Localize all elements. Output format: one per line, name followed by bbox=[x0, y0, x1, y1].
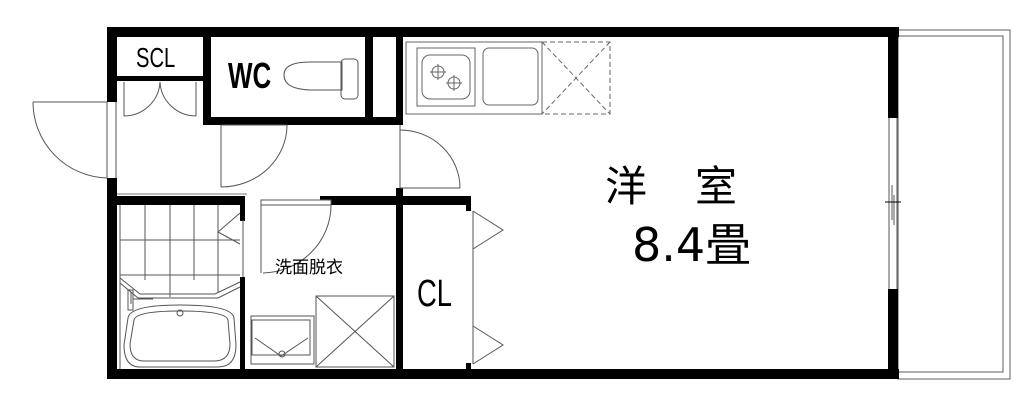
kitchen-door bbox=[399, 125, 461, 189]
scl-label: SCL bbox=[136, 42, 176, 73]
closet-label: CL bbox=[417, 273, 452, 315]
toilet-fixture bbox=[283, 58, 359, 100]
walls bbox=[107, 27, 899, 379]
balcony bbox=[897, 29, 1011, 380]
closet-doors bbox=[472, 210, 504, 365]
scl-doors bbox=[123, 81, 197, 117]
entrance-door bbox=[32, 101, 117, 179]
window bbox=[885, 118, 901, 289]
wc-door bbox=[220, 124, 288, 188]
western-room-label: 洋 室 bbox=[605, 162, 741, 211]
washroom-label: 洗面脱衣 bbox=[275, 258, 343, 278]
wash-basin-fixture bbox=[250, 315, 315, 365]
washroom-door bbox=[260, 199, 332, 274]
kitchen-counter bbox=[405, 41, 611, 115]
bathtub-fixture bbox=[119, 205, 244, 369]
wc-label: WC bbox=[228, 55, 272, 96]
room-size-label: 8.4畳 bbox=[632, 218, 752, 272]
washing-machine-space bbox=[315, 295, 395, 368]
